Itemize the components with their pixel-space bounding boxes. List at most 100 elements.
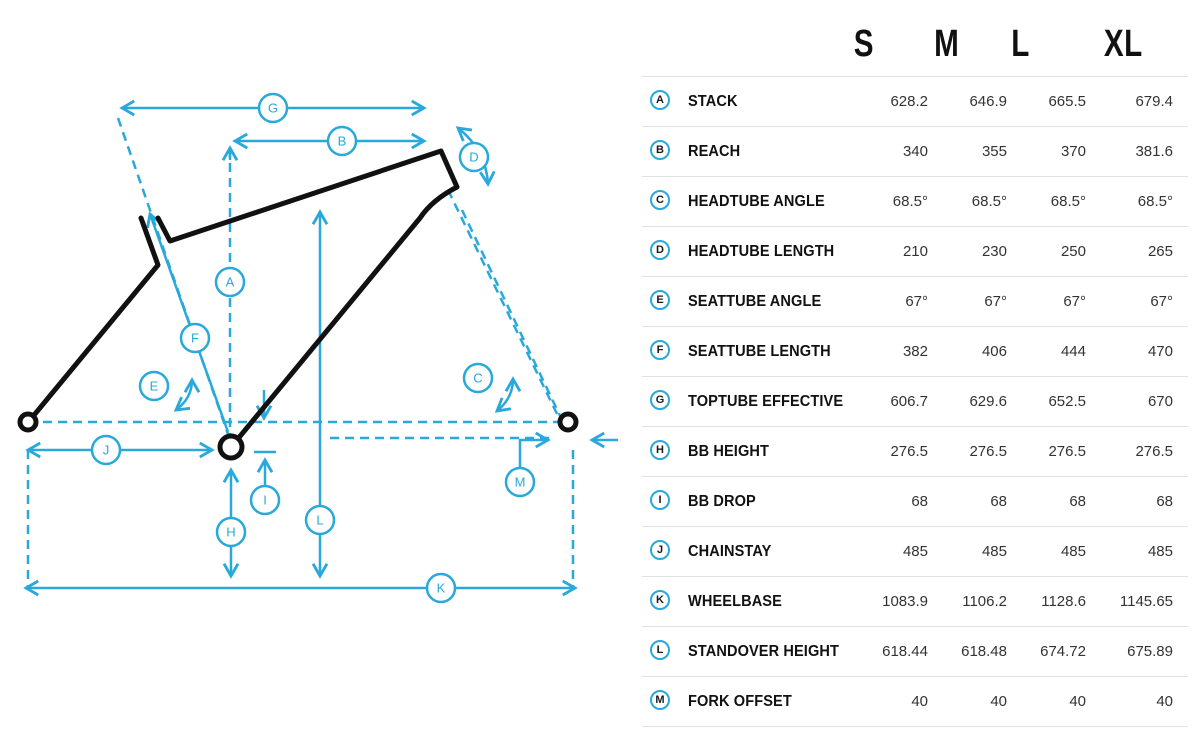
- value-xl: 1145.65: [1119, 593, 1173, 610]
- value-m: 68.5°: [971, 193, 1007, 210]
- size-header-row: S M L XL: [642, 0, 1188, 77]
- value-xl: 470: [1147, 343, 1173, 360]
- dim-badge-i: I: [249, 484, 281, 516]
- dim-badge-circle: [326, 125, 358, 157]
- value-m: 68: [990, 493, 1007, 510]
- rear-axle: [17, 411, 39, 433]
- value-m: 67°: [984, 293, 1007, 310]
- dim-badge-a: A: [214, 266, 246, 298]
- dim-badge-letter: A: [226, 275, 235, 290]
- parameter-label: HEADTUBE ANGLE: [688, 193, 825, 210]
- dim-badge-letter: E: [150, 379, 159, 394]
- dim-badge-letter: H: [226, 525, 235, 540]
- value-m: 618.48: [961, 643, 1007, 660]
- dim-badge-letter: I: [263, 493, 267, 508]
- geometry-row-f: F SEATTUBE LENGTH 382 406 444 470: [642, 327, 1188, 377]
- dim-badge-circle: [425, 572, 457, 604]
- dim-badge-letter: D: [469, 150, 478, 165]
- value-l: 276.5: [1048, 443, 1086, 460]
- size-header-m: M: [934, 23, 960, 65]
- dim-badge-circle: [458, 141, 490, 173]
- value-s: 276.5: [890, 443, 928, 460]
- row-letter-badge: K: [650, 590, 670, 610]
- size-header-xl: XL: [1103, 23, 1143, 65]
- parameter-label: STANDOVER HEIGHT: [688, 643, 840, 660]
- dim-badge-letter: B: [338, 134, 347, 149]
- dim-badge-circle: [462, 362, 494, 394]
- parameter-label: TOPTUBE EFFECTIVE: [688, 393, 844, 410]
- value-l: 40: [1069, 693, 1086, 710]
- dim-badge-b: B: [326, 125, 358, 157]
- dim-badge-circle: [214, 266, 246, 298]
- dim-badge-circle: [257, 92, 289, 124]
- dim-badge-j: J: [90, 434, 122, 466]
- dim-badge-letter: G: [268, 101, 278, 116]
- parameter-label: FORK OFFSET: [688, 693, 792, 710]
- value-s: 210: [902, 243, 928, 260]
- dim-badge-letter: L: [316, 513, 323, 528]
- parameter-label: HEADTUBE LENGTH: [688, 243, 835, 260]
- dim-c-arrow: [494, 376, 522, 413]
- dim-badge-letter: F: [191, 331, 199, 346]
- value-xl: 276.5: [1135, 443, 1173, 460]
- value-l: 370: [1060, 143, 1086, 160]
- value-l: 1128.6: [1041, 593, 1086, 610]
- dim-badge-letter: J: [103, 443, 110, 458]
- bike-frame: [27, 148, 460, 449]
- value-xl: 68: [1156, 493, 1173, 510]
- row-letter-badge: B: [650, 140, 670, 160]
- row-letter-badge: C: [650, 190, 670, 210]
- value-xl: 679.4: [1135, 93, 1173, 110]
- value-l: 485: [1060, 543, 1086, 560]
- size-header-s: S: [853, 23, 874, 65]
- value-m: 646.9: [969, 93, 1007, 110]
- row-letter-badge: I: [650, 490, 670, 510]
- geometry-row-d: D HEADTUBE LENGTH 210 230 250 265: [642, 227, 1188, 277]
- value-m: 355: [981, 143, 1007, 160]
- dim-badge-e: E: [138, 370, 170, 402]
- size-header-l: L: [1011, 23, 1030, 65]
- value-m: 230: [981, 243, 1007, 260]
- dim-m-arrow: [518, 431, 551, 469]
- reference-lines: [26, 117, 575, 590]
- parameter-label: SEATTUBE ANGLE: [688, 293, 822, 310]
- value-l: 444: [1060, 343, 1086, 360]
- parameter-label: SEATTUBE LENGTH: [688, 343, 831, 360]
- row-letter-badge: E: [650, 290, 670, 310]
- value-s: 68.5°: [892, 193, 928, 210]
- value-xl: 381.6: [1135, 143, 1173, 160]
- value-m: 629.6: [969, 393, 1007, 410]
- value-s: 1083.9: [882, 593, 928, 610]
- row-letter-badge: D: [650, 240, 670, 260]
- dim-badge-letter: K: [437, 581, 446, 596]
- value-l: 250: [1060, 243, 1086, 260]
- dim-badge-d: D: [458, 141, 490, 173]
- value-xl: 67°: [1150, 293, 1173, 310]
- value-l: 652.5: [1048, 393, 1086, 410]
- row-letter-badge: J: [650, 540, 670, 560]
- value-s: 382: [902, 343, 928, 360]
- dim-badge-letter: M: [515, 475, 526, 490]
- dim-badge-circle: [304, 504, 336, 536]
- dim-f-arrow: [146, 211, 230, 433]
- value-s: 340: [902, 143, 928, 160]
- row-letter-badge: H: [650, 440, 670, 460]
- value-xl: 265: [1147, 243, 1173, 260]
- row-letter-badge: F: [650, 340, 670, 360]
- value-s: 40: [911, 693, 928, 710]
- value-l: 68: [1069, 493, 1086, 510]
- value-m: 406: [981, 343, 1007, 360]
- row-letter-badge: M: [650, 690, 670, 710]
- value-s: 68: [911, 493, 928, 510]
